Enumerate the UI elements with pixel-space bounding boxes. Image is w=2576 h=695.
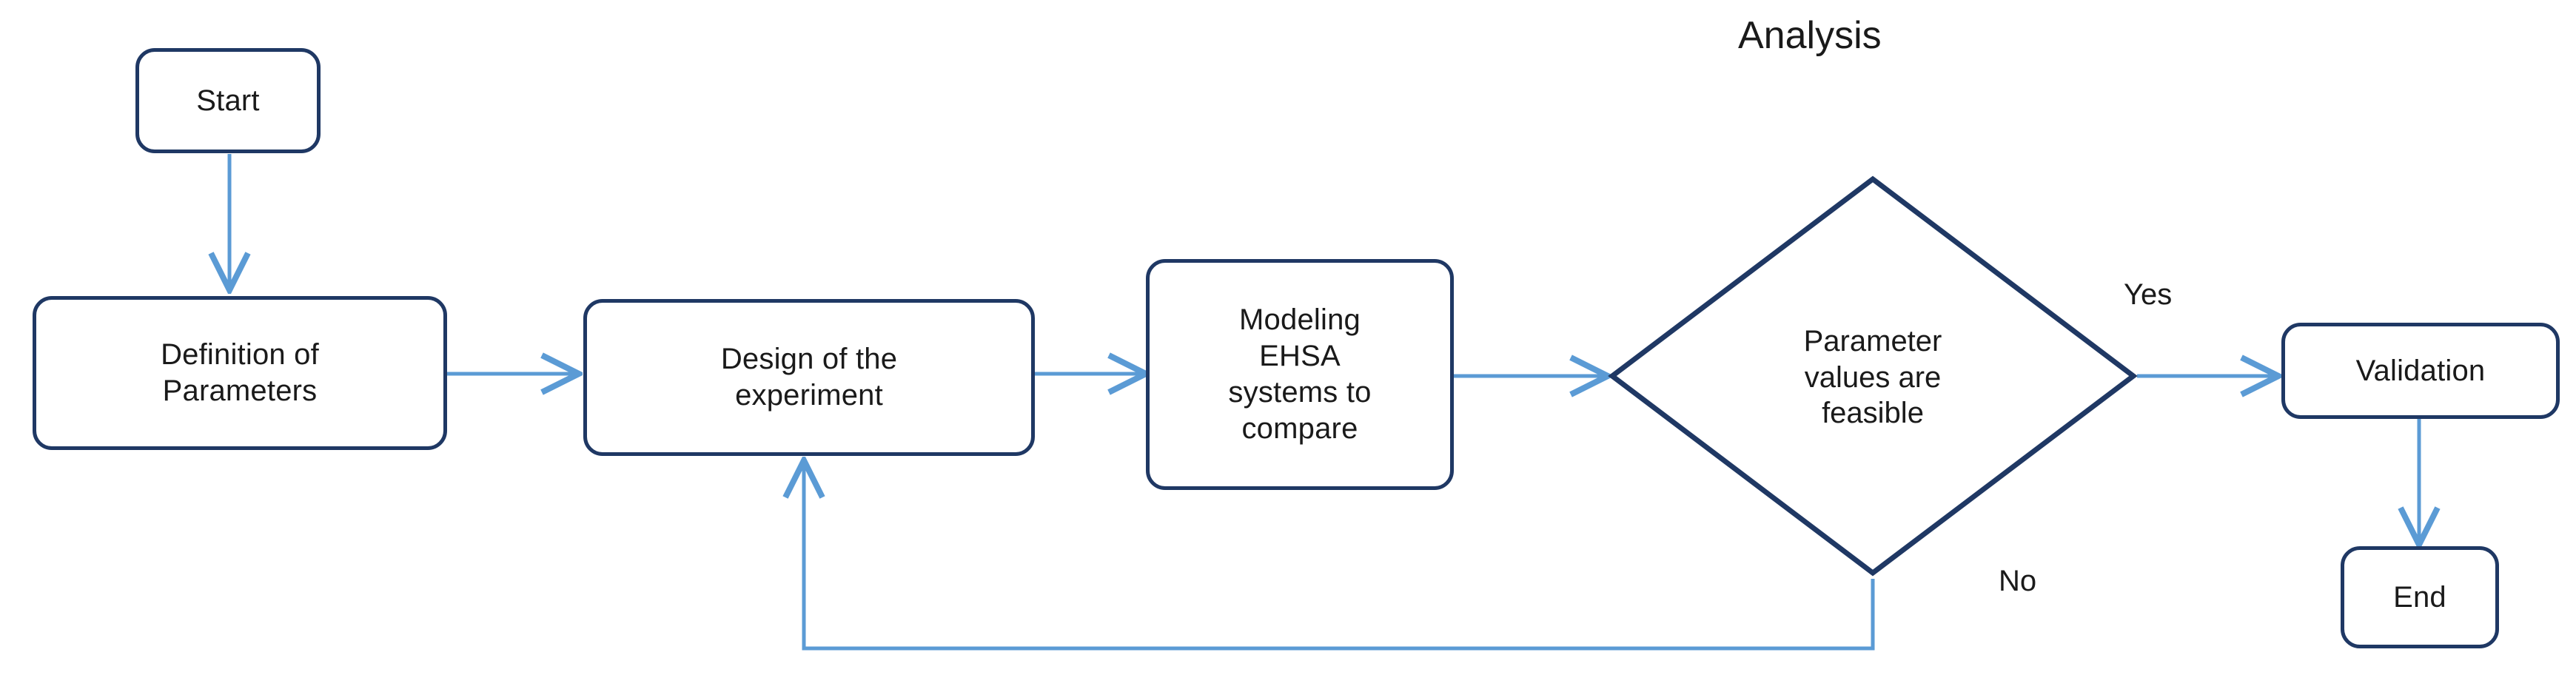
node-design-of-the-experiment[interactable]: Design of the experiment — [583, 299, 1035, 456]
node-modeling-ehsa-systems[interactable]: Modeling EHSA systems to compare — [1146, 259, 1454, 490]
node-start[interactable]: Start — [135, 48, 321, 153]
node-validation[interactable]: Validation — [2281, 323, 2560, 419]
node-end-label: End — [2393, 580, 2446, 614]
node-validation-label: Validation — [2355, 354, 2486, 387]
edge-label-no: No — [1999, 565, 2037, 597]
diagram-title: Analysis — [1738, 14, 1882, 57]
node-design-of-the-experiment-label: Design of the experiment — [720, 343, 898, 412]
node-end[interactable]: End — [2341, 546, 2499, 648]
decision-diamond-shape — [1608, 175, 2138, 577]
node-definition-of-parameters[interactable]: Definition of Parameters — [33, 296, 447, 450]
node-modeling-ehsa-systems-label: Modeling EHSA systems to compare — [1228, 303, 1372, 445]
node-definition-of-parameters-label: Definition of Parameters — [161, 338, 319, 407]
node-decision-parameter-values-feasible[interactable] — [1605, 172, 2141, 580]
node-start-label: Start — [196, 84, 260, 117]
edge-label-yes: Yes — [2124, 278, 2173, 311]
